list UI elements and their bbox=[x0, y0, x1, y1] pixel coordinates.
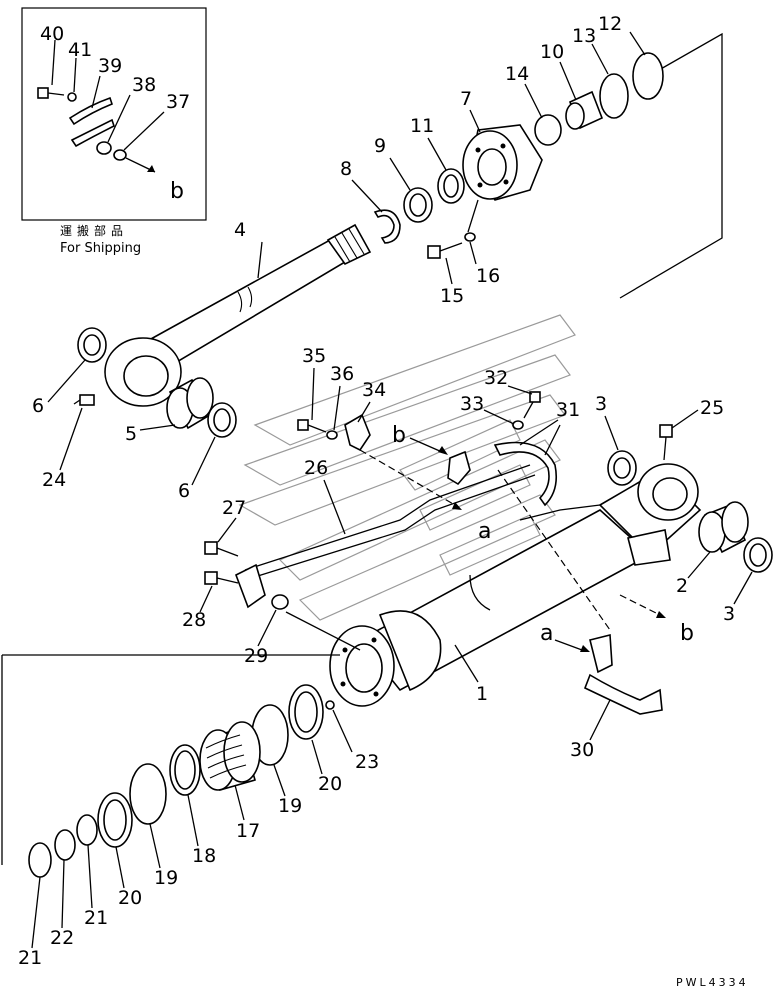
callout-19-upper: 19 bbox=[278, 795, 302, 817]
callout-31: 31 bbox=[556, 399, 580, 421]
callout-35: 35 bbox=[302, 345, 326, 367]
part-32-bolt bbox=[523, 391, 541, 419]
part-21-ring-lower bbox=[28, 842, 52, 878]
drawing-code: PWL4334 bbox=[676, 976, 749, 989]
callout-1: 1 bbox=[476, 683, 488, 705]
callout-40: 40 bbox=[40, 23, 64, 45]
part-26-pipe bbox=[244, 464, 531, 571]
callout-10: 10 bbox=[540, 41, 564, 63]
callout-3-upper: 3 bbox=[595, 393, 607, 415]
callout-3-lower: 3 bbox=[723, 603, 735, 625]
part-30-clamp bbox=[583, 633, 663, 715]
part-31-clamp bbox=[493, 441, 558, 507]
part-22-ring bbox=[54, 829, 76, 861]
callout-13: 13 bbox=[572, 25, 596, 47]
callout-23: 23 bbox=[355, 751, 379, 773]
callout-34: 34 bbox=[362, 379, 386, 401]
part-33-washer bbox=[512, 420, 524, 430]
part-29-oring bbox=[271, 594, 289, 610]
part-37-oring bbox=[113, 149, 127, 161]
part-25-grease-fitting bbox=[659, 424, 673, 461]
callout-37: 37 bbox=[166, 91, 190, 113]
callout-14: 14 bbox=[505, 63, 529, 85]
callout-6-lower: 6 bbox=[178, 480, 190, 502]
callout-39: 39 bbox=[98, 55, 122, 77]
part-1-cylinder-tube bbox=[329, 463, 702, 707]
callout-7: 7 bbox=[460, 88, 472, 110]
ref-b-lower: b bbox=[680, 621, 694, 646]
shipping-caption-jp: 運搬部品 bbox=[60, 223, 128, 238]
callout-2: 2 bbox=[676, 575, 688, 597]
callout-11: 11 bbox=[410, 115, 434, 137]
callout-4: 4 bbox=[234, 219, 246, 241]
callout-8: 8 bbox=[340, 158, 352, 180]
callout-20-upper: 20 bbox=[318, 773, 342, 795]
ref-a-lower: a bbox=[540, 621, 553, 646]
part-19-ring-lower bbox=[129, 763, 167, 825]
ref-a-upper: a bbox=[478, 519, 491, 544]
ref-b-upper: b bbox=[392, 423, 406, 448]
callout-33: 33 bbox=[460, 393, 484, 415]
callout-21-upper: 21 bbox=[84, 907, 108, 929]
callout-20-lower: 20 bbox=[118, 887, 142, 909]
callout-6-upper: 6 bbox=[32, 395, 44, 417]
part-23-nut bbox=[325, 700, 335, 710]
part-35-bolt bbox=[297, 419, 327, 433]
part-4-piston-rod bbox=[104, 223, 372, 407]
part-41-washer bbox=[67, 92, 77, 102]
part-26-flange bbox=[234, 563, 266, 609]
part-12-oring bbox=[632, 52, 664, 100]
callout-5: 5 bbox=[125, 423, 137, 445]
callout-22: 22 bbox=[50, 927, 74, 949]
callout-38: 38 bbox=[132, 74, 156, 96]
callout-12: 12 bbox=[598, 13, 622, 35]
part-38-ring bbox=[96, 141, 112, 155]
part-39-clamp bbox=[68, 96, 115, 148]
callout-18: 18 bbox=[192, 845, 216, 867]
callout-41: 41 bbox=[68, 39, 92, 61]
callout-19-lower: 19 bbox=[154, 867, 178, 889]
callout-25: 25 bbox=[700, 397, 724, 419]
part-2-bushing bbox=[698, 501, 749, 554]
part-8-snap-ring bbox=[373, 209, 401, 244]
callout-9: 9 bbox=[374, 135, 386, 157]
callout-32: 32 bbox=[484, 367, 508, 389]
ref-b-shipping: b bbox=[170, 179, 184, 204]
part-14-seal bbox=[534, 114, 562, 146]
shipping-caption-en: For Shipping bbox=[60, 241, 141, 256]
part-13-ring bbox=[599, 73, 629, 119]
part-15-bolt bbox=[427, 242, 463, 259]
callout-24: 24 bbox=[42, 469, 66, 491]
part-16-washer bbox=[464, 232, 476, 242]
callout-16: 16 bbox=[476, 265, 500, 287]
part-27-bolt bbox=[204, 541, 239, 557]
part-17-piston bbox=[199, 721, 261, 791]
callout-21-lower: 21 bbox=[18, 947, 42, 969]
part-21-ring-upper bbox=[76, 814, 98, 846]
callout-15: 15 bbox=[440, 285, 464, 307]
callout-29: 29 bbox=[244, 645, 268, 667]
callout-28: 28 bbox=[182, 609, 206, 631]
part-36-washer bbox=[326, 430, 338, 440]
callout-17: 17 bbox=[236, 820, 260, 842]
part-7-cylinder-head bbox=[462, 124, 543, 201]
part-40-bolt bbox=[37, 87, 65, 99]
part-fitting-b bbox=[447, 450, 471, 486]
callout-30: 30 bbox=[570, 739, 594, 761]
callout-26: 26 bbox=[304, 457, 328, 479]
callout-27: 27 bbox=[222, 497, 246, 519]
part-5-bushing bbox=[166, 377, 214, 430]
part-28-bolt bbox=[204, 571, 239, 585]
shipping-parts-box: 40 41 39 38 37 b 運搬部品 For Shipping bbox=[21, 7, 207, 256]
callout-36: 36 bbox=[330, 363, 354, 385]
part-34-clip bbox=[344, 413, 371, 452]
part-24-grease-fitting bbox=[73, 394, 95, 406]
